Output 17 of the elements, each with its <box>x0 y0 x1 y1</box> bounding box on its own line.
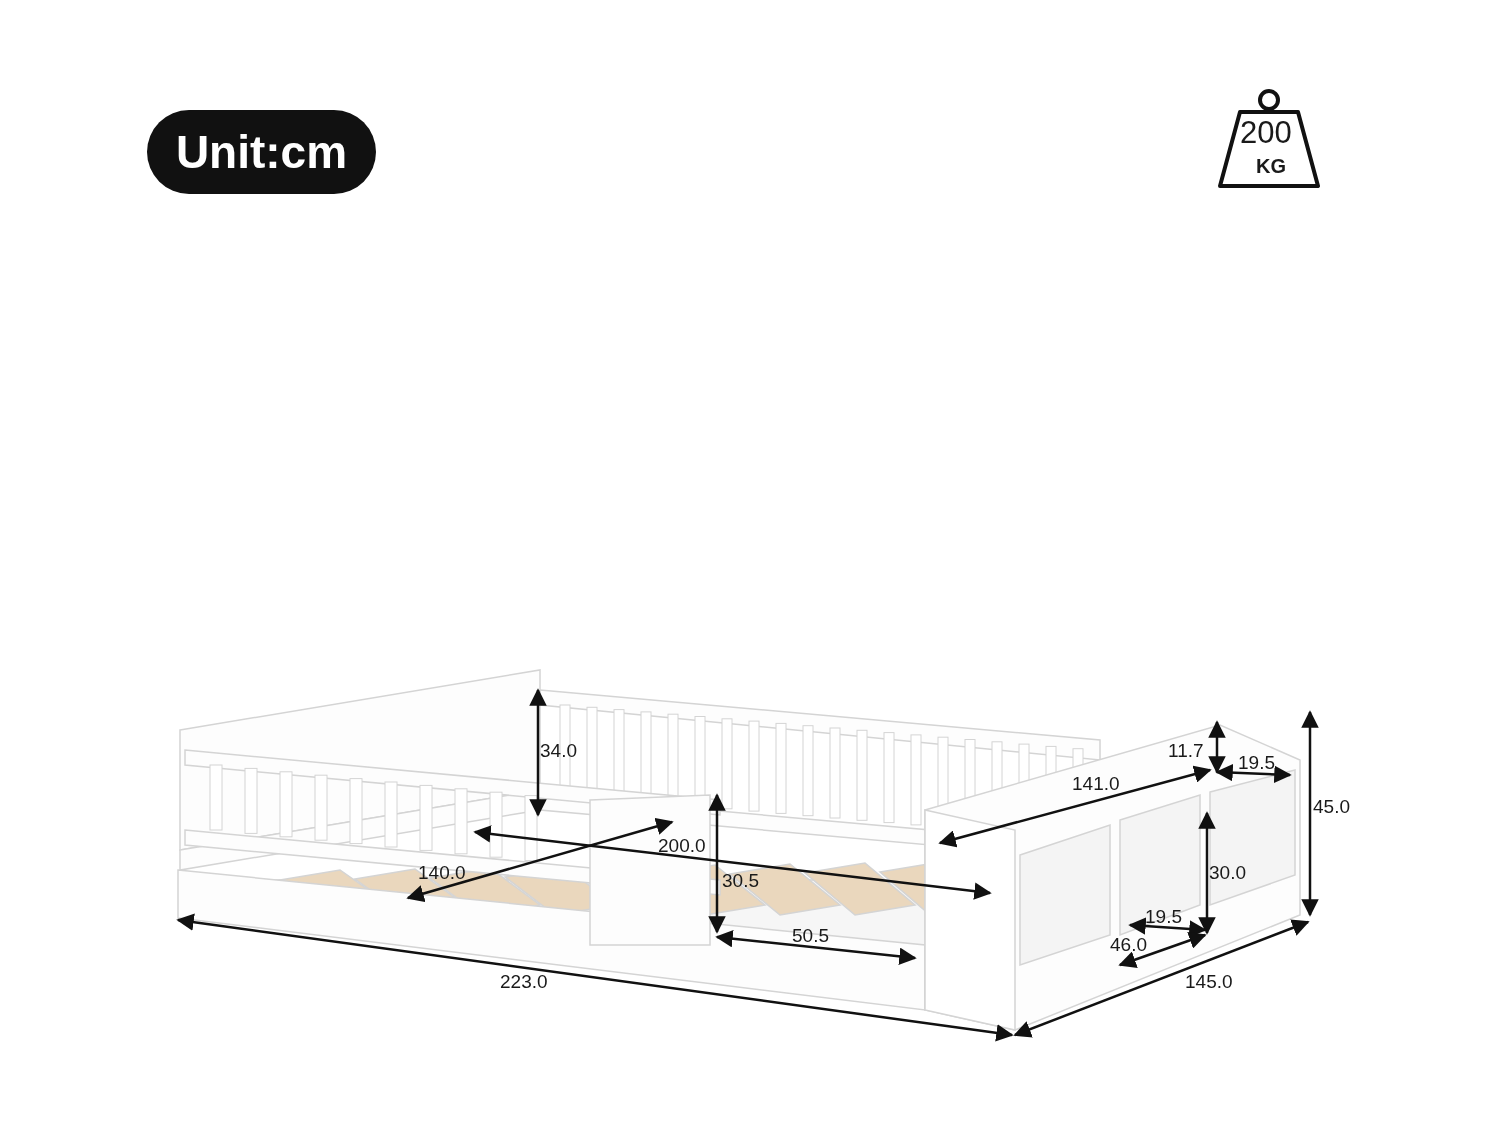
dimension-label: 30.0 <box>1209 863 1246 882</box>
dimension-label: 45.0 <box>1313 797 1350 816</box>
weight-unit: KG <box>1256 156 1286 176</box>
dimension-label: 145.0 <box>1185 972 1233 991</box>
dimension-label: 200.0 <box>658 836 706 855</box>
dimension-label: 19.5 <box>1145 907 1182 926</box>
dimension-label: 140.0 <box>418 863 466 882</box>
dimension-label: 11.7 <box>1168 741 1204 760</box>
dimension-label: 34.0 <box>540 741 577 760</box>
dimension-label: 46.0 <box>1110 935 1147 954</box>
unit-badge: Unit:cm <box>147 110 376 194</box>
dimension-label: 223.0 <box>500 972 548 991</box>
weight-value: 200 <box>1240 117 1292 148</box>
dimension-label: 19.5 <box>1238 753 1275 772</box>
dimension-label: 30.5 <box>722 871 759 890</box>
dimension-label: 141.0 <box>1072 774 1120 793</box>
dimension-label: 50.5 <box>792 926 829 945</box>
